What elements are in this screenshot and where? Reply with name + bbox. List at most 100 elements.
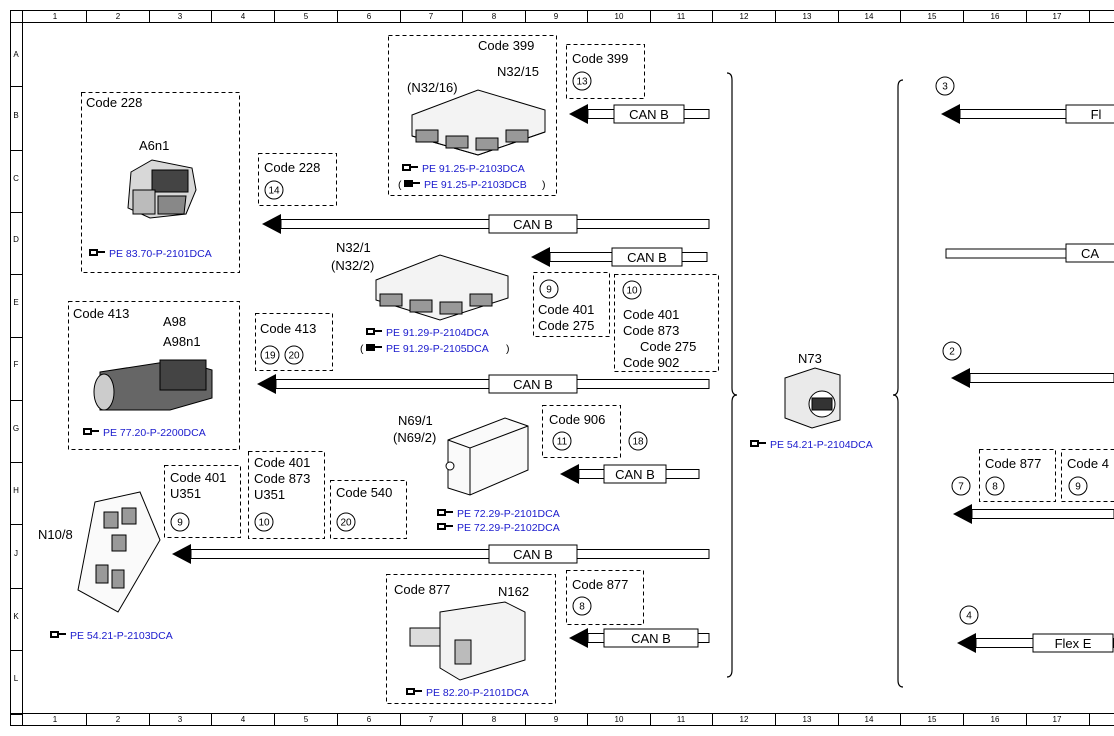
label-n69-2: (N69/2) xyxy=(393,430,436,445)
ref-pe-54-21-2104dca-hand-icon xyxy=(750,440,766,447)
bus-right-7-line xyxy=(971,509,1114,519)
ruler-column-top: 1 xyxy=(53,12,58,21)
ruler-row-left: H xyxy=(13,486,19,495)
callout-number: 7 xyxy=(958,482,964,493)
n32-15-module-drawing xyxy=(411,89,546,156)
code-box-401-873-u351-text: U351 xyxy=(254,487,285,502)
ruler-column-top: 14 xyxy=(865,12,874,21)
code-box-a6n1 xyxy=(81,92,240,273)
ruler-column-bottom: 9 xyxy=(554,715,559,724)
callout-number: 10 xyxy=(258,518,270,529)
sheet-ruler: 1122334455667788991010111112121313141415… xyxy=(10,10,1090,726)
can-bus-n69-1-label-box xyxy=(603,464,667,484)
can-bus-n32-15-label: CAN B xyxy=(629,107,669,122)
code-box-399 xyxy=(566,44,645,99)
code-box-401-275-text: Code 401 xyxy=(538,302,594,317)
callout-number: 8 xyxy=(992,482,998,493)
bus-fl-right-label: Fl xyxy=(1091,107,1102,122)
callout-number: 19 xyxy=(264,351,276,362)
can-bus-n32-1-arrowhead xyxy=(531,247,550,267)
callout-c8b: 8 xyxy=(985,476,1005,496)
code-box-right-partial-text: Code 4 xyxy=(1067,456,1109,471)
n73-ignition-switch-drawing xyxy=(784,367,841,429)
ref-pe-83-70[interactable]: PE 83.70-P-2101DCA xyxy=(109,248,212,260)
callout-number: 11 xyxy=(557,437,568,448)
callout-number: 13 xyxy=(576,77,588,88)
callout-number: 8 xyxy=(579,602,585,613)
ruler-column-bottom: 17 xyxy=(1053,715,1062,724)
ruler-column-bottom: 15 xyxy=(928,715,937,724)
ruler-column-bottom: 1 xyxy=(53,715,58,724)
can-bus-n69-1-label: CAN B xyxy=(615,467,655,482)
ref-pe-91-25-2103dcb[interactable]: PE 91.25-P-2103DCB xyxy=(424,179,527,191)
ref-pe-54-21-2104dca[interactable]: PE 54.21-P-2104DCA xyxy=(770,439,873,451)
bus-ca-label: CA xyxy=(1081,246,1099,261)
ref-pe-72-29-2102dca-hand-icon xyxy=(437,523,453,530)
ruler-column-bottom: 4 xyxy=(241,715,246,724)
ref-pe-91-29-2105dca[interactable]: PE 91.29-P-2105DCA xyxy=(386,343,489,355)
label-n32-1: N32/1 xyxy=(336,240,371,255)
label-n32-2: (N32/2) xyxy=(331,258,374,273)
ref-pe-77-20[interactable]: PE 77.20-P-2200DCA xyxy=(103,427,206,439)
label-n32-15: N32/15 xyxy=(497,64,539,79)
a6n1-module-drawing xyxy=(127,159,197,219)
can-bus-a98-arrowhead xyxy=(257,374,276,394)
ref-pe-54-21-2103dca[interactable]: PE 54.21-P-2103DCA xyxy=(70,630,173,642)
code-box-413 xyxy=(255,313,333,371)
a98-motor-drawing xyxy=(93,359,213,411)
bus-right-7-arrowhead xyxy=(953,504,972,524)
ruler-column-top: 11 xyxy=(677,12,686,21)
code-box-right-partial xyxy=(1061,449,1114,502)
can-bus-n162-label: CAN B xyxy=(631,631,671,646)
can-bus-n32-15-label-box xyxy=(613,104,685,124)
bus-right-2-line xyxy=(969,373,1114,383)
ruler-row-left: A xyxy=(13,50,19,59)
ruler-column-bottom: 11 xyxy=(677,715,686,724)
ruler-column-top: 12 xyxy=(740,12,749,21)
callout-number: 9 xyxy=(546,285,552,296)
callout-number: 9 xyxy=(1075,482,1081,493)
code-box-401-873-275-902-text: Code 401 xyxy=(623,307,679,322)
ruler-column-bottom: 16 xyxy=(991,715,1000,724)
code-box-n32-15-text: Code 399 xyxy=(478,38,534,53)
bus-flex-right-label-box xyxy=(1032,633,1114,653)
callout-c13: 13 xyxy=(572,71,592,91)
callout-c9a: 9 xyxy=(539,279,559,299)
ref-pe-91-29-2105dca-hand-icon xyxy=(366,344,382,351)
can-bus-a6n1-label-box xyxy=(488,214,578,234)
label-n73: N73 xyxy=(798,351,822,366)
callout-c3: 3 xyxy=(935,76,955,96)
ruler-row-left: G xyxy=(13,424,19,433)
callout-c4: 4 xyxy=(959,605,979,625)
callout-c20a: 20 xyxy=(284,345,304,365)
ruler-column-bottom: 14 xyxy=(865,715,874,724)
bus-fl-right-line xyxy=(959,109,1114,119)
callout-number: 20 xyxy=(340,518,352,529)
ref-pe-72-29-2101dca-hand-icon xyxy=(437,509,453,516)
code-box-a98-text: Code 413 xyxy=(73,306,129,321)
callout-c9c: 9 xyxy=(1068,476,1088,496)
label-a98: A98 xyxy=(163,314,186,329)
ref-pe-91-29-2104dca-hand-icon xyxy=(366,328,382,335)
ruler-column-top: 3 xyxy=(178,12,183,21)
callout-number: 14 xyxy=(268,186,280,197)
ref-pe-82-20[interactable]: PE 82.20-P-2101DCA xyxy=(426,687,529,699)
ref-pe-72-29-2101dca[interactable]: PE 72.29-P-2101DCA xyxy=(457,508,560,520)
ruler-column-top: 10 xyxy=(615,12,624,21)
callout-c19: 19 xyxy=(260,345,280,365)
ruler-column-top: 9 xyxy=(554,12,559,21)
ref-pe-72-29-2102dca[interactable]: PE 72.29-P-2102DCA xyxy=(457,522,560,534)
ref-pe-91-29-2104dca[interactable]: PE 91.29-P-2104DCA xyxy=(386,327,489,339)
ref-pe-91-25-2103dca[interactable]: PE 91.25-P-2103DCA xyxy=(422,163,525,175)
label-n162: N162 xyxy=(498,584,529,599)
callout-c9b: 9 xyxy=(170,512,190,532)
code-box-877 xyxy=(566,570,644,625)
ruler-column-top: 4 xyxy=(241,12,246,21)
ref-paren-close: ) xyxy=(542,179,546,191)
ruler-column-top: 15 xyxy=(928,12,937,21)
component-drawings xyxy=(77,89,841,681)
code-box-906 xyxy=(542,405,621,458)
